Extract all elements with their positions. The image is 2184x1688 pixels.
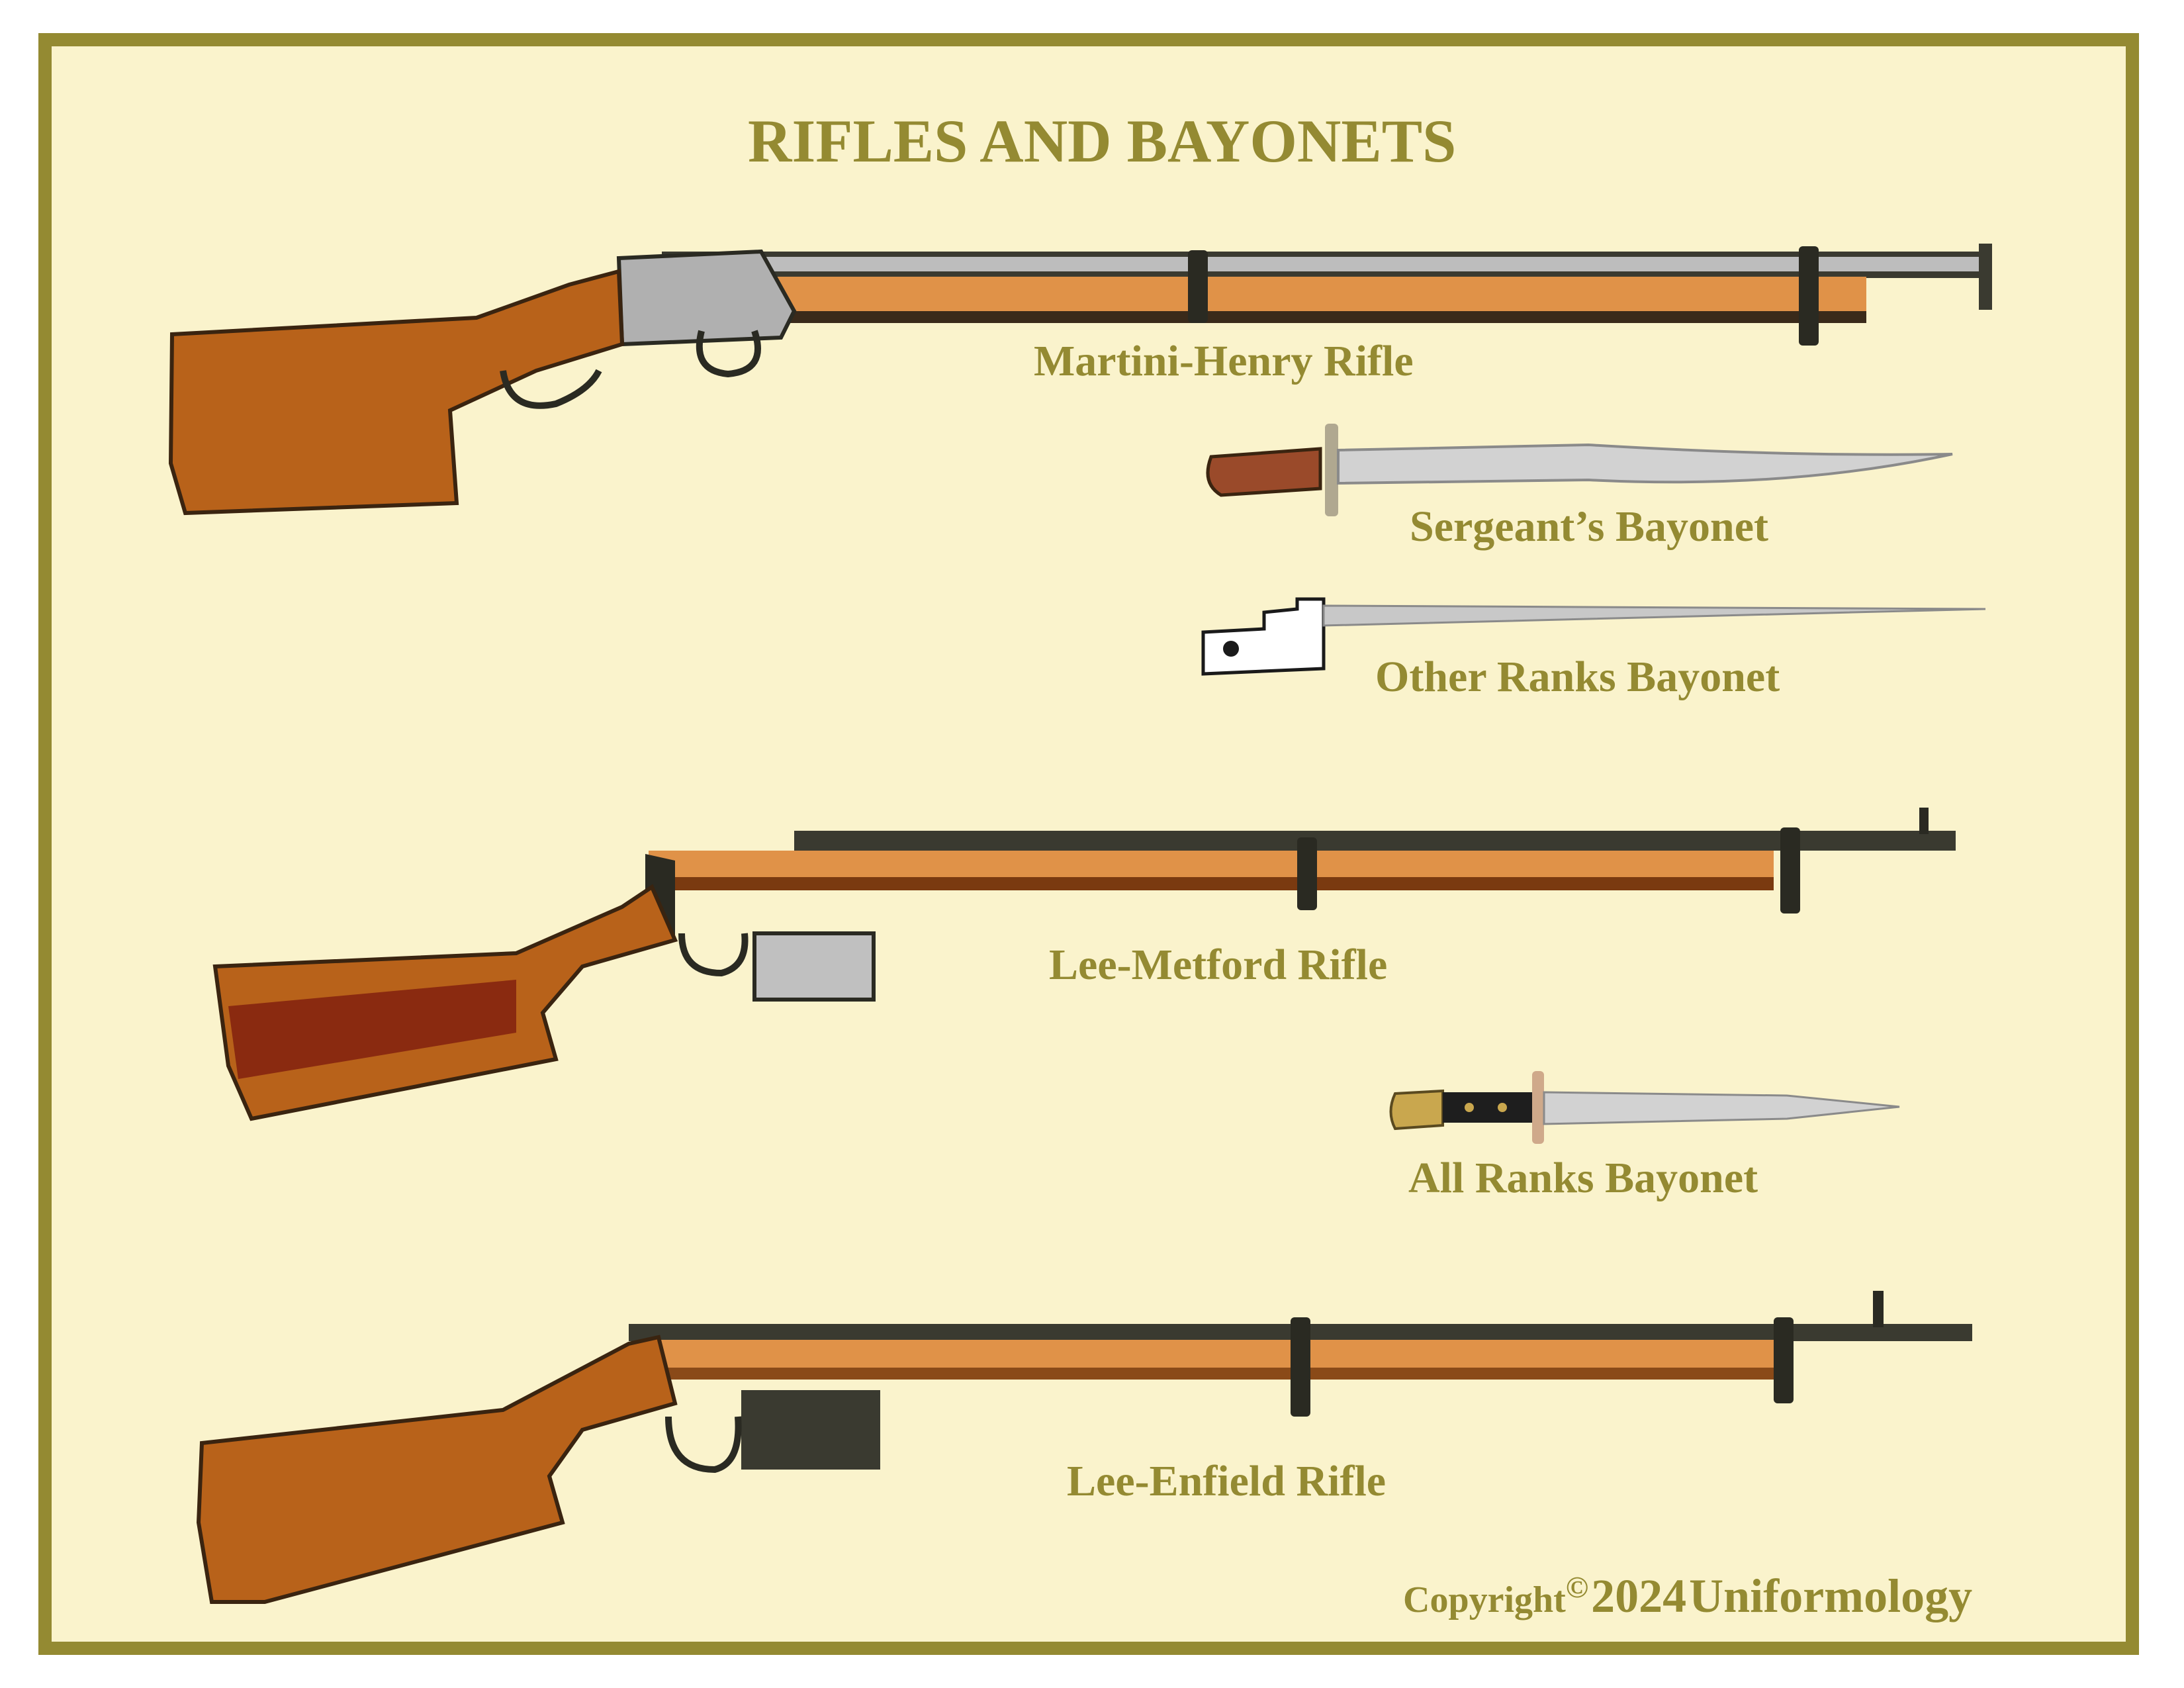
sergeants-bayonet-label: Sergeant’s Bayonet xyxy=(1410,502,1768,551)
copyright-notice: Copyright© 2024 Uniformology xyxy=(1403,1569,1972,1624)
all-ranks-bayonet-label: All Ranks Bayonet xyxy=(1408,1154,1758,1202)
page-title: RIFLES AND BAYONETS xyxy=(748,107,1457,175)
martini-henry-rifle-image xyxy=(168,244,1992,516)
sergeants-bayonet-image xyxy=(1206,424,1953,516)
lee-enfield-rifle-label: Lee-Enfield Rifle xyxy=(1067,1457,1387,1505)
martini-henry-rifle-label: Martini-Henry Rifle xyxy=(1034,337,1414,385)
copyright-symbol: © xyxy=(1565,1570,1589,1604)
lee-enfield-rifle-image xyxy=(196,1291,1972,1604)
all-ranks-bayonet-image xyxy=(1389,1071,1900,1144)
lee-metford-rifle-label: Lee-Metford Rifle xyxy=(1049,941,1388,989)
copyright-brand: Uniformology xyxy=(1689,1570,1973,1622)
other-ranks-bayonet-image xyxy=(1201,597,1986,676)
other-ranks-bayonet-label: Other Ranks Bayonet xyxy=(1375,653,1780,701)
copyright-word: Copyright xyxy=(1403,1579,1566,1620)
copyright-year: 2024 xyxy=(1591,1570,1687,1622)
lee-metford-rifle-image xyxy=(212,808,1956,1121)
